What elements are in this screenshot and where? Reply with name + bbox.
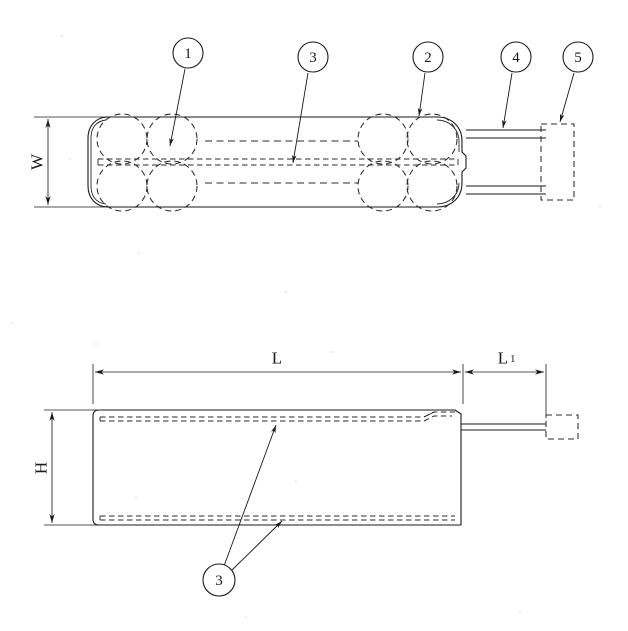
cell-group-right bbox=[357, 113, 458, 212]
lead-wire-side bbox=[461, 423, 546, 431]
callout-5-balloon bbox=[562, 41, 594, 73]
callout-5[interactable]: 5 bbox=[559, 41, 594, 123]
dimension-label-H: H bbox=[32, 462, 51, 474]
lead-wires-top bbox=[466, 129, 546, 195]
callout-3-top[interactable]: 3 bbox=[292, 41, 329, 164]
top-view: W bbox=[28, 37, 594, 212]
callout-4-balloon bbox=[500, 41, 532, 73]
wrapper-outline-side bbox=[92, 409, 462, 526]
callout-3-bottom[interactable]: 3 bbox=[202, 424, 283, 597]
callout-1-balloon bbox=[172, 37, 204, 69]
callout-2[interactable]: 2 bbox=[412, 41, 444, 117]
connector-phantom-top bbox=[540, 123, 575, 201]
callout-2-label: 2 bbox=[424, 50, 432, 66]
callout-3-top-label: 3 bbox=[309, 50, 317, 66]
dimension-label-L1-subscript: 1 bbox=[510, 353, 516, 365]
callout-5-label: 5 bbox=[574, 50, 582, 66]
callout-1[interactable]: 1 bbox=[169, 37, 204, 147]
dimension-label-W: W bbox=[28, 153, 47, 170]
internal-hidden-lines-side bbox=[99, 411, 455, 521]
dimension-L: L bbox=[92, 349, 464, 404]
callout-4-label: 4 bbox=[512, 50, 520, 66]
cell-group-left bbox=[96, 113, 198, 212]
callout-1-label: 1 bbox=[184, 46, 192, 62]
callout-2-balloon bbox=[412, 41, 444, 73]
callout-3-top-balloon bbox=[297, 41, 329, 73]
dimension-label-L1: L bbox=[498, 349, 508, 368]
dimension-H: H bbox=[32, 409, 100, 526]
internal-hidden-lines-top bbox=[97, 140, 459, 184]
callout-4[interactable]: 4 bbox=[500, 41, 532, 129]
wrapper-outline-top bbox=[87, 116, 467, 208]
connector-phantom-side bbox=[545, 414, 579, 440]
callout-3-bottom-label: 3 bbox=[215, 573, 223, 589]
dimension-L1: L 1 bbox=[465, 349, 547, 418]
callout-3-bottom-balloon bbox=[202, 563, 236, 597]
side-view: L L 1 H bbox=[32, 349, 579, 597]
scan-speckle bbox=[11, 35, 601, 618]
dimension-W: W bbox=[28, 116, 200, 208]
dimension-label-L: L bbox=[272, 349, 282, 368]
